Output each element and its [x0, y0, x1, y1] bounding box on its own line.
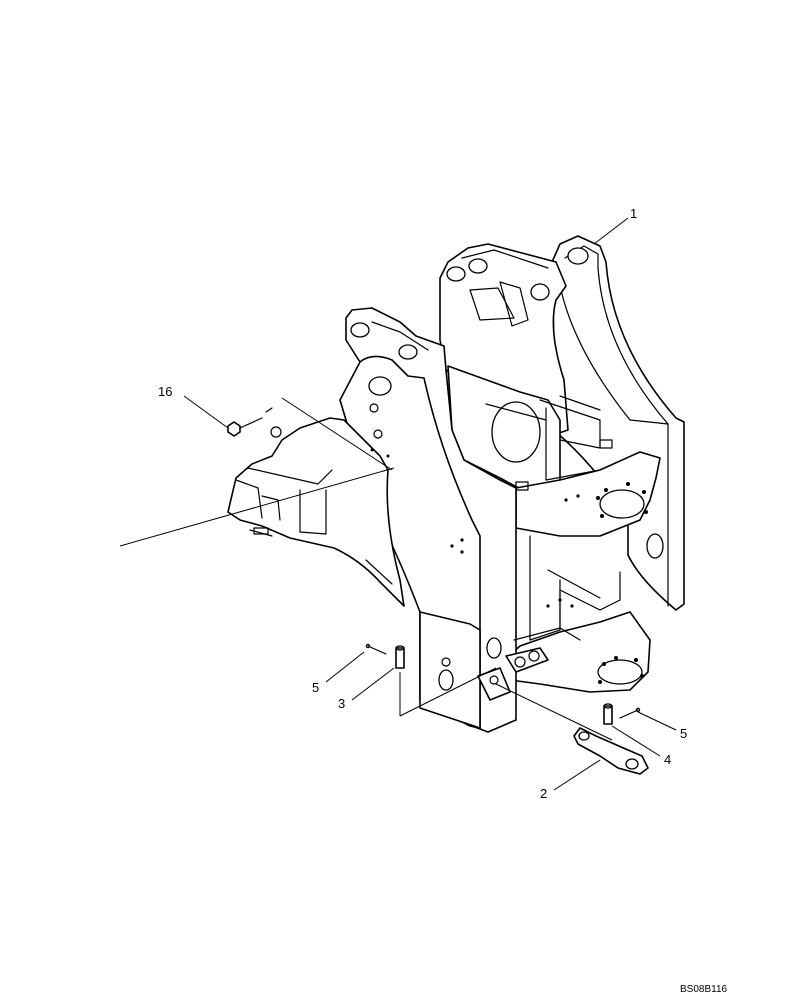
bracket-lug — [270, 426, 282, 438]
tower-pin-hole — [567, 247, 589, 265]
left-bracket-arm — [227, 417, 405, 607]
pivot-bore — [486, 637, 502, 659]
pin-right — [603, 705, 613, 725]
callout-16: 16 — [158, 384, 172, 399]
upper-pin-hole-right — [530, 283, 550, 301]
callout-5-right: 5 — [680, 726, 687, 741]
leader-lines — [119, 217, 677, 791]
bolt-16 — [227, 421, 241, 437]
left-tower-hole-mid — [398, 344, 418, 360]
front-plate-pin-hole — [368, 376, 392, 396]
pin-left — [395, 647, 405, 669]
callout-2: 2 — [540, 786, 547, 801]
reference-code: BS08B116 — [680, 984, 728, 995]
lower-flange-bore — [597, 659, 643, 685]
upper-pin-hole-mid — [468, 258, 488, 274]
callout-1: 1 — [630, 206, 637, 221]
callout-4: 4 — [664, 752, 671, 767]
center-bore — [491, 401, 541, 463]
upper-flange-bore — [599, 489, 645, 519]
front-frame — [227, 235, 685, 733]
side-slot-hole — [646, 533, 664, 559]
lower-pin-bore — [438, 669, 454, 691]
cotter-pin-right — [619, 709, 639, 719]
upper-pin-hole-left — [446, 266, 466, 282]
front-face-plate — [419, 611, 481, 729]
cotter-pin-left — [367, 645, 387, 655]
callout-5-left: 5 — [312, 680, 319, 695]
callout-3: 3 — [338, 696, 345, 711]
left-tower-hole-upper — [350, 322, 370, 338]
